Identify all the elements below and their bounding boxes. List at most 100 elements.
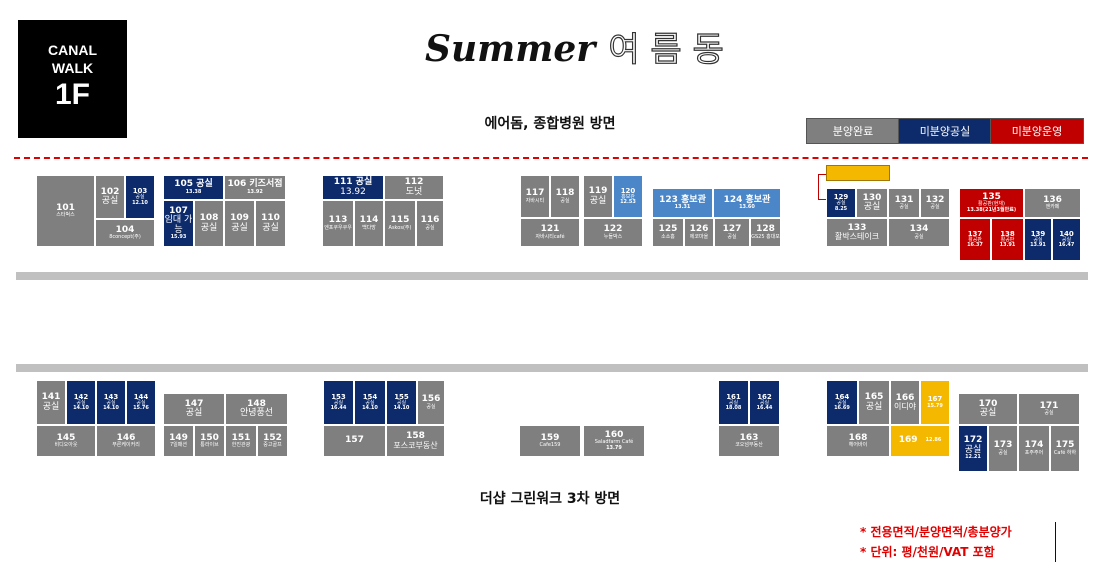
unit-number: 144: [133, 392, 149, 401]
unit-tenant: 자바시티café: [535, 233, 565, 240]
unit-tenant: 8concept(주): [109, 234, 141, 241]
bottom-direction-label: 더샵 그린워크 3차 방면: [479, 491, 621, 507]
unit-number: 119: [588, 186, 608, 197]
unit-157[interactable]: 157: [323, 425, 386, 457]
unit-area: 8.25: [834, 205, 848, 212]
unit-number: 126: [689, 224, 709, 235]
unit-number: 157: [345, 435, 364, 446]
unit-tenant: 공실: [837, 399, 847, 406]
unit-number: 130: [862, 192, 882, 203]
unit-tenant: 비디오아웃: [54, 442, 78, 449]
unit-number: 161: [726, 392, 741, 401]
unit-area: 12.86: [925, 437, 942, 444]
unit-number: 167: [927, 395, 943, 404]
unit-number: 163: [739, 432, 759, 443]
unit-tenant: 공실: [396, 399, 407, 406]
unit-area: 14.10: [362, 405, 378, 412]
unit-tenant: 활공판(현재): [978, 201, 1005, 208]
unit-area: 14.10: [103, 405, 119, 412]
legend-unsold-operating: 미분양운영: [990, 118, 1084, 144]
unit-tenant: 한진관광: [231, 442, 251, 449]
boundary-line: [14, 157, 1088, 159]
unit-tenant: 공실: [914, 233, 924, 240]
unit-tenant: 도넛: [405, 186, 423, 197]
unit-tenant: 공실: [998, 449, 1008, 456]
